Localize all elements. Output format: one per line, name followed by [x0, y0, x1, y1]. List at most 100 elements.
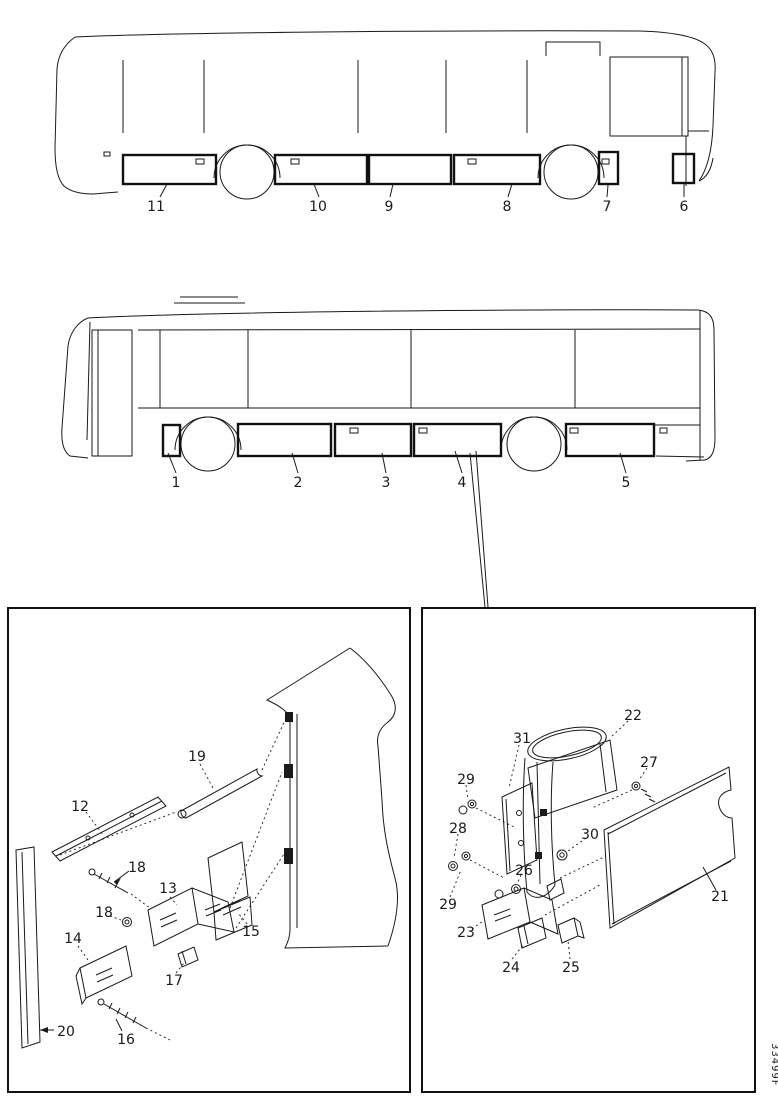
skirt-panel-5	[564, 422, 656, 458]
mid-bus-roof	[87, 309, 716, 462]
callout-24: 24	[502, 960, 520, 976]
skirt-panel-4	[412, 422, 503, 458]
top-bus-latch-marks	[103, 151, 610, 165]
callout-top-7: 7	[603, 199, 612, 215]
top-bus-roof-and-nose	[74, 30, 716, 182]
middle-bus-callouts: 1 2 3 4 5	[167, 450, 631, 491]
callout-25: 25	[562, 960, 580, 976]
callout-13: 13	[159, 881, 177, 897]
skirt-panel-2	[236, 422, 333, 458]
callout-top-8: 8	[503, 199, 512, 215]
callout-top-6: 6	[680, 199, 689, 215]
part-31-plate	[501, 782, 538, 875]
callout-28: 28	[449, 821, 467, 837]
top-bus-skirt-panels	[121, 150, 696, 186]
mid-bus-windows	[137, 310, 701, 460]
part-15-bracket	[207, 841, 253, 941]
callout-26: 26	[515, 863, 533, 879]
callout-18a: 18	[128, 860, 146, 876]
part-18-bolt	[122, 917, 132, 927]
callout-22: 22	[624, 708, 642, 724]
callout-19: 19	[188, 749, 206, 765]
skirt-panel-9	[367, 153, 453, 186]
detail-left-callouts: 12 19 18 13 18 14 15 17 20 16	[57, 749, 260, 1048]
part-17-clip	[177, 946, 199, 968]
mid-bus-latch-marks	[349, 427, 668, 434]
callout-21: 21	[711, 889, 729, 905]
callout-23: 23	[457, 925, 475, 941]
skirt-panel-11	[121, 153, 218, 186]
callout-mid-2: 2	[294, 475, 303, 491]
detail-right-exploded-view	[448, 720, 736, 960]
detail-box-left	[7, 607, 411, 1093]
callout-mid-4: 4	[458, 475, 467, 491]
detail-right-callouts: 22 31 29 27 28 30 26 29 23 24 25 21	[439, 708, 729, 976]
skirt-panel-7	[597, 150, 620, 186]
detail-box-right	[421, 607, 756, 1093]
callout-mid-3: 3	[382, 475, 391, 491]
middle-bus-view	[61, 296, 716, 608]
part-21-panel	[603, 766, 736, 929]
top-bus-view	[54, 30, 716, 200]
skirt-panel-10	[273, 153, 369, 186]
body-panel-fragment	[265, 647, 398, 949]
top-bus-front-bumper	[698, 157, 714, 182]
left-alignment-lines	[59, 715, 288, 1041]
callout-31: 31	[513, 731, 531, 747]
top-bus-roof-hatch	[545, 41, 601, 56]
part-24-clip	[517, 917, 547, 949]
callout-top-9: 9	[385, 199, 394, 215]
callout-15: 15	[242, 924, 260, 940]
callout-20: 20	[57, 1024, 75, 1040]
callout-29a: 29	[457, 772, 475, 788]
mid-bus-front	[61, 317, 89, 459]
callout-top-10: 10	[309, 199, 327, 215]
top-bus-front-door	[609, 56, 709, 186]
detail-left-exploded-view	[15, 647, 398, 1049]
part-23-bracket	[481, 887, 559, 940]
skirt-panel-3	[333, 422, 413, 458]
part-22-filler-housing	[522, 726, 618, 901]
mid-bus-front-wheel	[174, 416, 242, 472]
part-29-screw-upper	[458, 799, 477, 815]
callout-17: 17	[165, 973, 183, 989]
part-28-washer	[448, 861, 458, 871]
callout-top-11: 11	[147, 199, 165, 215]
part-19-trim-strip	[177, 768, 264, 819]
mid-bus-front-door	[91, 329, 133, 457]
part-27-screw	[631, 781, 656, 803]
top-bus-window-pillars	[122, 60, 528, 133]
right-callout-leaders	[449, 720, 717, 960]
top-bus-rear-wheel	[213, 144, 281, 200]
skirt-panel-6	[671, 152, 696, 185]
top-bus-callouts: 11 10 9 8 7 6	[147, 183, 689, 215]
part-29-screw-lower	[461, 851, 471, 861]
mid-bus-skirt-panels	[161, 422, 656, 458]
callout-18b: 18	[95, 905, 113, 921]
top-bus-front-wheel	[537, 144, 605, 200]
top-bus-rear-edge	[54, 36, 119, 195]
part-13-bracket	[147, 887, 235, 947]
part-25-clip	[557, 917, 585, 944]
part-30-nut	[556, 849, 568, 861]
callout-30: 30	[581, 827, 599, 843]
callout-mid-1: 1	[172, 475, 181, 491]
callout-14: 14	[64, 931, 82, 947]
mid-bus-rear-wheel	[500, 416, 568, 472]
part-18-screw	[88, 868, 129, 894]
right-alignment-lines	[469, 789, 633, 916]
part-20-edge-strip	[15, 846, 41, 1049]
left-callout-leaders	[40, 763, 248, 1033]
detail-reference-leader	[469, 450, 489, 608]
skirt-panel-1	[161, 423, 182, 458]
part-12-moulding-strip	[51, 796, 167, 862]
callout-29b: 29	[439, 897, 457, 913]
callout-27: 27	[640, 755, 658, 771]
skirt-panel-8	[452, 153, 542, 186]
figure-code: 33499F	[769, 1043, 778, 1087]
callout-mid-5: 5	[622, 475, 631, 491]
part-14-bracket	[75, 945, 133, 1006]
callout-12: 12	[71, 799, 89, 815]
